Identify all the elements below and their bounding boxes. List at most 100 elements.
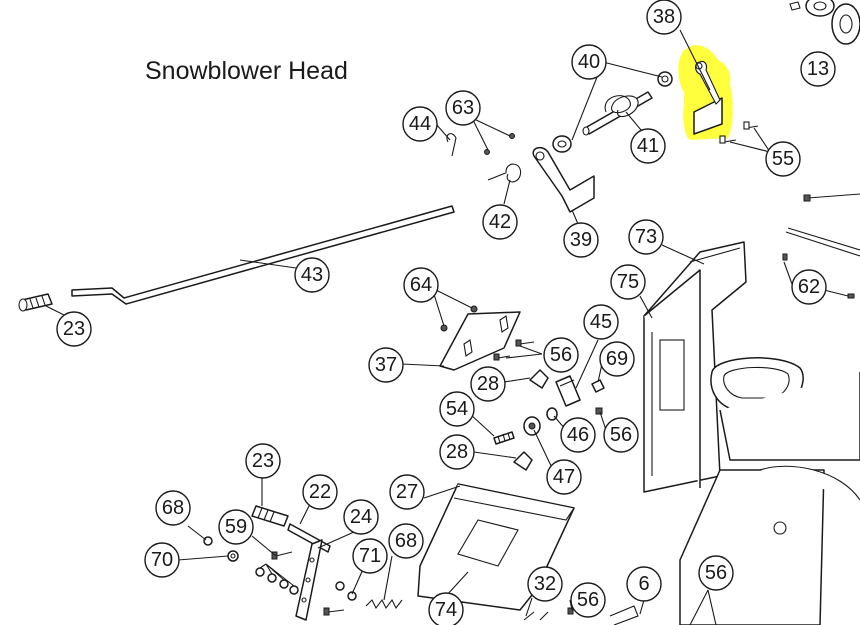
callout-47[interactable]: 47	[546, 459, 582, 495]
callout-56-upper-label: 56	[550, 344, 572, 366]
callout-24[interactable]: 24	[343, 499, 379, 535]
callout-37-label: 37	[375, 354, 397, 376]
callout-23-lower[interactable]: 23	[245, 443, 281, 479]
callout-28-lower[interactable]: 28	[439, 434, 475, 470]
part-54-bolt[interactable]	[493, 431, 515, 445]
callout-62-label: 62	[798, 276, 820, 298]
callout-70[interactable]: 70	[144, 542, 180, 578]
callout-38[interactable]: 38	[646, 0, 682, 35]
part-22-bar[interactable]	[287, 523, 331, 553]
part-42-pin[interactable]	[487, 163, 522, 183]
callout-68-right-label: 68	[395, 530, 417, 552]
part-68-spring[interactable]	[323, 598, 403, 616]
part-70-washer[interactable]	[227, 550, 239, 562]
callout-24-label: 24	[350, 506, 372, 528]
callout-68-right[interactable]: 68	[388, 523, 424, 559]
callout-70-label: 70	[151, 549, 173, 571]
part-69-nut[interactable]	[591, 379, 605, 393]
callout-74-label: 74	[435, 599, 457, 621]
part-23-grip-left[interactable]	[18, 293, 53, 312]
callout-47-label: 47	[553, 466, 575, 488]
callout-63-label: 63	[452, 97, 474, 119]
callout-39[interactable]: 39	[563, 222, 599, 258]
part-23-grip-lower[interactable]	[251, 505, 289, 527]
callout-45[interactable]: 45	[583, 304, 619, 340]
callout-56-lower[interactable]: 56	[570, 582, 606, 618]
part-62-and-strip[interactable]	[782, 193, 860, 299]
part-47-bearing[interactable]	[523, 416, 541, 436]
callout-32[interactable]: 32	[527, 566, 563, 602]
leader-lines	[45, 29, 849, 625]
part-32-bottom[interactable]	[523, 611, 549, 621]
part-41-shaft-spring[interactable]	[582, 91, 653, 136]
part-37-bracket[interactable]	[439, 311, 521, 371]
part-24-bracket[interactable]	[295, 539, 323, 621]
part-45-bracket[interactable]	[555, 375, 581, 407]
callout-42-label: 42	[489, 211, 511, 233]
part-55-screws[interactable]	[719, 121, 759, 144]
part-63-screws[interactable]	[484, 133, 515, 155]
part-washers-group[interactable]	[255, 567, 299, 595]
callout-45-label: 45	[590, 311, 612, 333]
callout-22-label: 22	[309, 481, 331, 503]
callout-37[interactable]: 37	[368, 347, 404, 383]
callout-6[interactable]: 6	[626, 566, 662, 602]
callout-22[interactable]: 22	[302, 474, 338, 510]
callout-23-left[interactable]: 23	[56, 311, 92, 347]
callout-64[interactable]: 64	[403, 267, 439, 303]
callout-63[interactable]: 63	[445, 90, 481, 126]
part-28-knob-lower[interactable]	[513, 451, 533, 471]
part-56-screw-mid[interactable]	[595, 407, 603, 415]
callout-56-lower-label: 56	[577, 589, 599, 611]
callout-13[interactable]: 13	[800, 51, 836, 87]
callout-74[interactable]: 74	[428, 592, 464, 625]
callout-68-left[interactable]: 68	[155, 490, 191, 526]
callout-54[interactable]: 54	[439, 391, 475, 427]
part-73-chute-housing[interactable]	[643, 241, 860, 625]
callout-28-upper[interactable]: 28	[470, 366, 506, 402]
callout-71[interactable]: 71	[352, 538, 388, 574]
part-71-nut[interactable]	[335, 581, 357, 601]
part-44-clip[interactable]	[446, 133, 457, 157]
callout-41[interactable]: 41	[630, 128, 666, 164]
callout-69[interactable]: 69	[599, 341, 635, 377]
callout-13-label: 13	[807, 58, 829, 80]
part-59-screw[interactable]	[271, 551, 293, 560]
callout-73-label: 73	[635, 226, 657, 248]
callout-56-mid[interactable]: 56	[603, 417, 639, 453]
part-64-bolts[interactable]	[440, 305, 478, 332]
part-56-screws-lower[interactable]	[567, 607, 574, 615]
callout-40[interactable]: 40	[571, 44, 607, 80]
callout-73[interactable]: 73	[628, 219, 664, 255]
callout-56-right[interactable]: 56	[698, 555, 734, 591]
part-43-rod[interactable]	[71, 205, 455, 305]
callout-23-left-label: 23	[63, 318, 85, 340]
part-39-bracket[interactable]	[532, 146, 595, 213]
callout-75[interactable]: 75	[610, 264, 646, 300]
callout-62[interactable]: 62	[791, 269, 827, 305]
callout-55[interactable]: 55	[765, 141, 801, 177]
callout-43[interactable]: 43	[294, 257, 330, 293]
callout-59[interactable]: 59	[218, 509, 254, 545]
callout-59-label: 59	[225, 516, 247, 538]
callout-44[interactable]: 44	[402, 106, 438, 142]
callout-28-lower-label: 28	[446, 441, 468, 463]
callout-46[interactable]: 46	[560, 417, 596, 453]
callout-42[interactable]: 42	[482, 204, 518, 240]
callout-56-upper[interactable]: 56	[543, 337, 579, 373]
callout-6-label: 6	[638, 573, 649, 595]
callout-43-label: 43	[301, 264, 323, 286]
part-13-bearing[interactable]	[789, 0, 860, 45]
callout-75-label: 75	[617, 271, 639, 293]
part-56-screws-upper[interactable]	[493, 339, 535, 361]
callout-27[interactable]: 27	[389, 474, 425, 510]
part-6-plate[interactable]	[609, 605, 639, 625]
part-68-nut-left[interactable]	[203, 536, 213, 546]
part-28-knob-upper[interactable]	[529, 369, 549, 389]
callout-39-label: 39	[570, 229, 592, 251]
callout-44-label: 44	[409, 113, 431, 135]
callout-68-left-label: 68	[162, 497, 184, 519]
part-40-bushings[interactable]	[552, 71, 673, 153]
